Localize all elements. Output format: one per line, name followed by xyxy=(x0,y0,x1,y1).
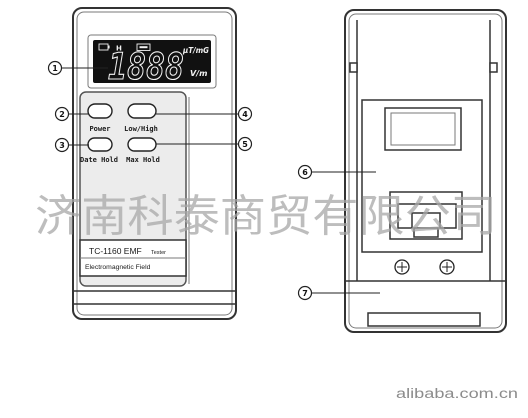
nameplate: TC-1160 EMF Tester Electromagnetic Field xyxy=(79,239,187,277)
battery-window xyxy=(384,107,462,151)
callout-5: 5 xyxy=(156,136,253,152)
back-view xyxy=(344,9,507,333)
back-notch-right xyxy=(489,62,498,73)
display-bezel xyxy=(87,34,217,89)
screw-icon xyxy=(439,259,455,275)
max-hold-button xyxy=(127,137,157,152)
screw-icon xyxy=(394,259,410,275)
display-reading: 1888 xyxy=(108,47,184,88)
date-hold-button xyxy=(87,137,113,152)
callout-1: 1 xyxy=(47,60,108,76)
power-button xyxy=(87,103,113,119)
callout-4-number: 4 xyxy=(242,110,248,119)
battery-cover xyxy=(361,99,483,253)
callout-6: 6 xyxy=(297,164,376,180)
back-body-inner-edge xyxy=(348,13,503,329)
back-slot xyxy=(367,312,481,327)
display-unit-top: μT/mG xyxy=(182,46,209,55)
callout-6-number: 6 xyxy=(302,168,308,177)
site-watermark: alibaba.com.cn xyxy=(396,386,518,401)
battery-clip xyxy=(389,191,463,240)
hold-indicator: H xyxy=(116,45,122,53)
callout-5-number: 5 xyxy=(242,140,248,149)
front-body-inner-edge xyxy=(76,11,233,316)
power-button-label: Power xyxy=(89,125,110,133)
nameplate-model: TC-1160 EMF xyxy=(89,246,142,256)
front-view: H 1888 μT/mG V/m Power Low/High Date Hol… xyxy=(72,7,237,320)
callout-2-number: 2 xyxy=(59,110,65,119)
battery-window-inner xyxy=(390,112,456,146)
callout-7: 7 xyxy=(297,285,380,301)
callout-1-number: 1 xyxy=(52,64,58,73)
lcd-display: H 1888 μT/mG V/m xyxy=(93,40,211,89)
low-high-button xyxy=(127,103,157,119)
nameplate-subtitle: Electromagnetic Field xyxy=(85,264,151,271)
callout-2: 2 xyxy=(54,106,89,122)
company-watermark: 济南科泰商贸有限公司 xyxy=(35,191,497,242)
callout-4: 4 xyxy=(156,106,253,122)
back-notch-left xyxy=(349,62,358,73)
max-hold-button-label: Max Hold xyxy=(126,156,160,164)
date-hold-button-label: Date Hold xyxy=(80,156,118,164)
lcd-screen xyxy=(93,40,211,83)
max-indicator-icon xyxy=(136,43,151,51)
battery-clip-notch xyxy=(397,203,457,229)
low-high-button-label: Low/High xyxy=(124,125,158,133)
callout-3-number: 3 xyxy=(59,141,65,150)
battery-icon xyxy=(98,43,110,51)
display-unit-bottom: V/m xyxy=(190,69,207,78)
callout-7-number: 7 xyxy=(302,289,308,298)
battery-clip-tab xyxy=(413,227,439,238)
nameplate-model-suffix: Tester xyxy=(151,250,166,256)
callout-3: 3 xyxy=(54,137,89,153)
